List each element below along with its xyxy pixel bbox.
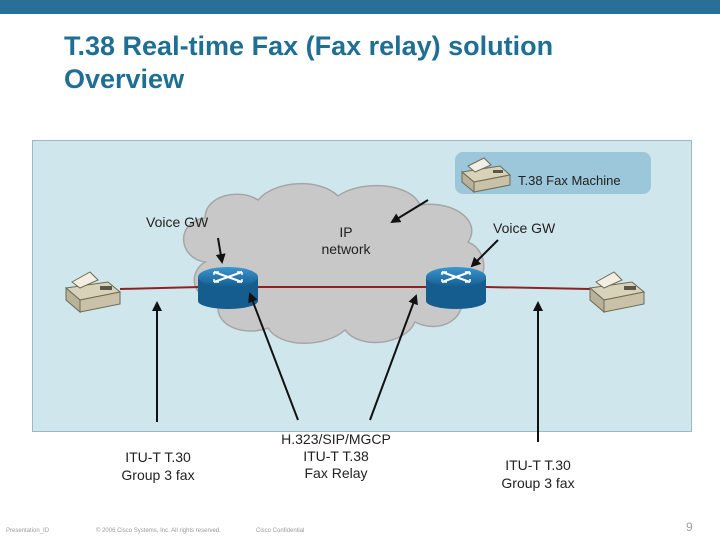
callout-h323-t38: H.323/SIP/MGCP ITU-T T.38 Fax Relay	[268, 431, 404, 482]
link-fax-left-to-gw	[119, 286, 201, 290]
callout-h323-line-3: Fax Relay	[304, 465, 368, 481]
slide-title: T.38 Real-time Fax (Fax relay) solution …	[64, 30, 553, 96]
fax-machine-left-icon	[64, 271, 122, 314]
fax-machine-right-icon	[588, 271, 646, 314]
callout-t30-left: ITU-T T.30 Group 3 fax	[108, 448, 208, 484]
ip-network-cloud	[182, 183, 485, 344]
voice-gw-right-label: Voice GW	[493, 220, 556, 236]
top-accent-bar	[0, 0, 720, 14]
arrow-fax-to-cloud	[390, 199, 429, 224]
page-number: 9	[686, 520, 693, 534]
arrow-h323-to-left-gw	[248, 292, 299, 421]
router-left-icon	[198, 267, 258, 309]
t38-fax-machine-label: T.38 Fax Machine	[518, 173, 621, 188]
title-line-1: T.38 Real-time Fax (Fax relay) solution	[64, 31, 554, 61]
callout-t30-left-line-1: ITU-T T.30	[125, 449, 191, 465]
title-line-2: Overview	[64, 64, 185, 94]
link-gw-to-fax-right	[485, 286, 591, 290]
callout-t30-left-line-2: Group 3 fax	[121, 467, 195, 483]
footer-copyright: © 2006 Cisco Systems, Inc. All rights re…	[96, 528, 221, 534]
ip-network-label: IP network	[316, 224, 376, 258]
callout-t30-right: ITU-T T.30 Group 3 fax	[488, 456, 588, 492]
fax-machine-t38-icon	[460, 157, 512, 194]
voice-gw-left-label: Voice GW	[146, 214, 209, 230]
footer-confidential: Cisco Confidential	[256, 528, 305, 534]
ip-network-line-1: IP	[339, 224, 353, 240]
footer-presentation-id: Presentation_ID	[6, 528, 50, 534]
callout-t30-right-line-2: Group 3 fax	[501, 475, 575, 491]
arrow-h323-to-right-gw	[369, 294, 418, 421]
callout-h323-line-1: H.323/SIP/MGCP	[281, 431, 391, 447]
callout-h323-line-2: ITU-T T.38	[303, 448, 369, 464]
arrow-voice-gw-left	[215, 237, 226, 264]
ip-network-line-2: network	[321, 241, 371, 257]
router-right-icon	[426, 267, 486, 309]
callout-t30-right-line-1: ITU-T T.30	[505, 457, 571, 473]
arrow-voice-gw-right	[470, 239, 499, 268]
